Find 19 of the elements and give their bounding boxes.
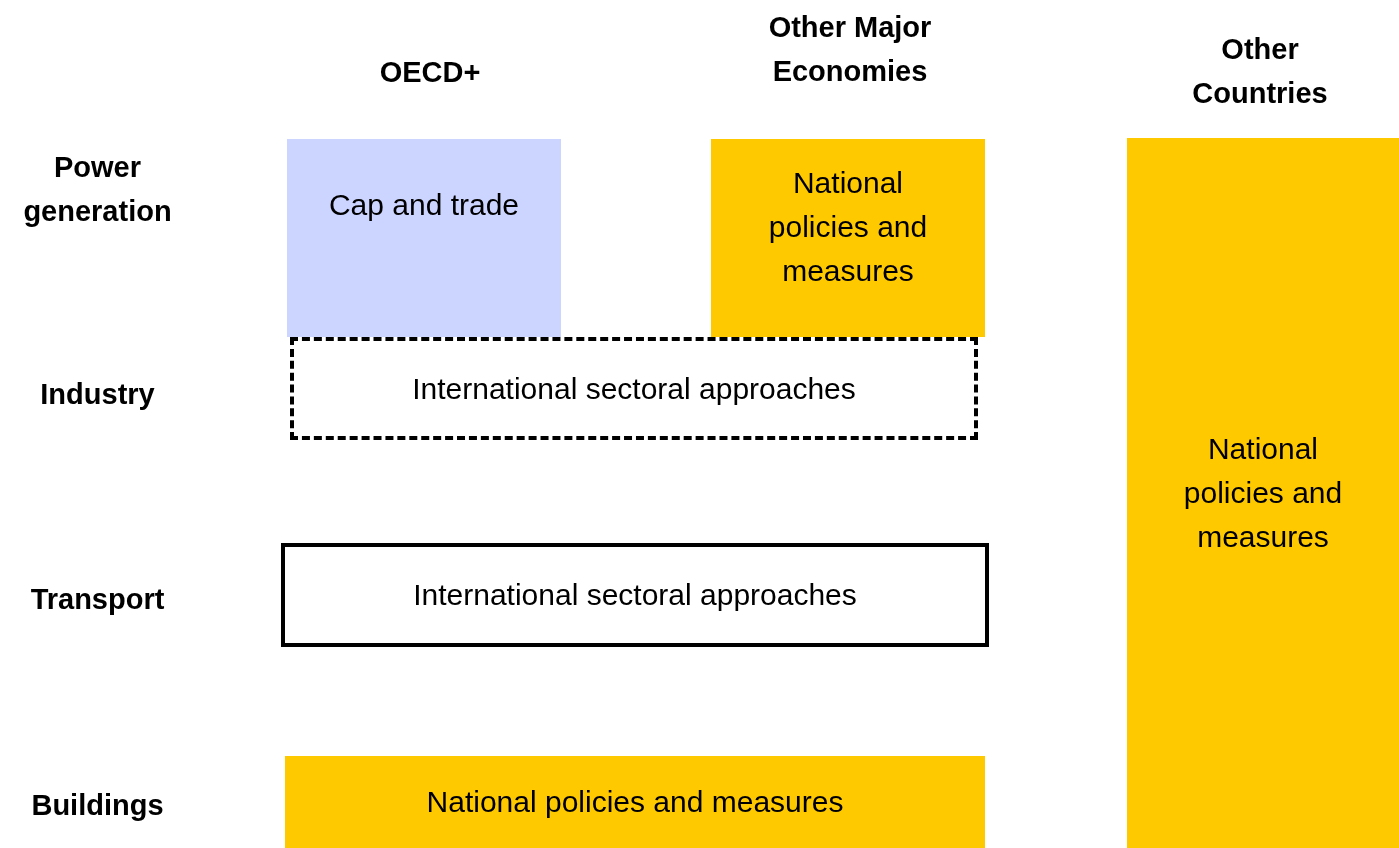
box-text: National policies and measures xyxy=(426,784,844,820)
policy-box xyxy=(281,543,989,647)
row-header: Power generation xyxy=(22,150,173,229)
column-header: Other Countries xyxy=(1191,32,1329,111)
policy-box xyxy=(290,337,978,440)
row-header: Buildings xyxy=(30,788,165,823)
policy-box xyxy=(1127,138,1399,848)
box-text: National policies and measures xyxy=(767,165,929,289)
box-text: International sectoral approaches xyxy=(412,370,856,407)
box-text: National policies and measures xyxy=(1182,431,1344,555)
box-text: Cap and trade xyxy=(328,187,520,223)
policy-box xyxy=(711,139,985,337)
policy-box xyxy=(287,139,561,337)
box-text: International sectoral approaches xyxy=(413,577,857,613)
column-header: Other Major Economies xyxy=(767,10,933,89)
column-header: OECD+ xyxy=(378,55,482,90)
row-header: Transport xyxy=(29,582,166,617)
policy-box xyxy=(285,756,985,848)
row-header: Industry xyxy=(39,377,156,412)
